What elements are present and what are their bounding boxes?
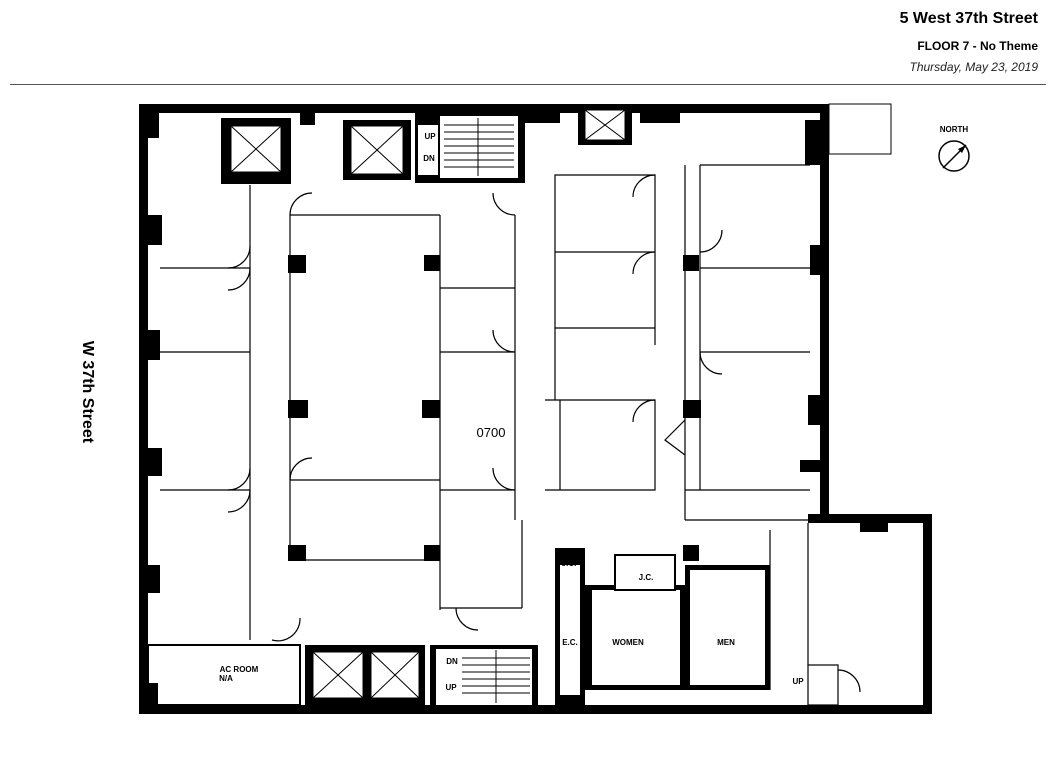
central-offices: [289, 192, 523, 631]
ec-room-label: E.C.: [562, 638, 578, 647]
floor-subtitle: FLOOR 7 - No Theme: [917, 39, 1038, 53]
plan-date: Thursday, May 23, 2019: [909, 60, 1038, 74]
restroom-core: [555, 545, 770, 705]
south-stair: [430, 645, 538, 705]
north-stair: [415, 113, 525, 183]
page-header: 5 West 37th Street FLOOR 7 - No Theme Th…: [0, 0, 1056, 86]
west-offices: [160, 185, 301, 642]
stair-down-label-north: DN: [423, 154, 435, 163]
women-restroom-label: WOMEN: [612, 638, 644, 647]
north-compass: [938, 140, 970, 172]
ac-room-label: AC ROOM: [220, 665, 259, 674]
stair-up-label-south: UP: [445, 683, 457, 692]
east-windows: [800, 245, 820, 472]
north-elevators: [221, 105, 632, 184]
west-windows: [148, 215, 162, 668]
stair-up-label-east: UP: [792, 677, 804, 686]
men-restroom-label: MEN: [717, 638, 735, 647]
suite-number: 0700: [477, 425, 506, 440]
building-title: 5 West 37th Street: [899, 10, 1038, 27]
jc-right-label: J.C.: [639, 573, 654, 582]
east-annex: [769, 523, 861, 706]
ac-room-status: N/A: [219, 674, 233, 683]
south-elevators: [305, 645, 425, 705]
exterior-walls: [139, 104, 932, 714]
east-offices: [545, 164, 810, 521]
street-label: W 37th Street: [79, 341, 96, 444]
stair-up-label-north: UP: [424, 132, 436, 141]
north-label: NORTH: [940, 125, 969, 134]
stair-down-label-south: DN: [446, 657, 458, 666]
header-divider: [10, 84, 1046, 85]
jc-left-label: J.C.: [562, 559, 577, 568]
central-columns: [288, 255, 701, 561]
light-well: [828, 103, 892, 155]
ac-room: [147, 644, 301, 706]
